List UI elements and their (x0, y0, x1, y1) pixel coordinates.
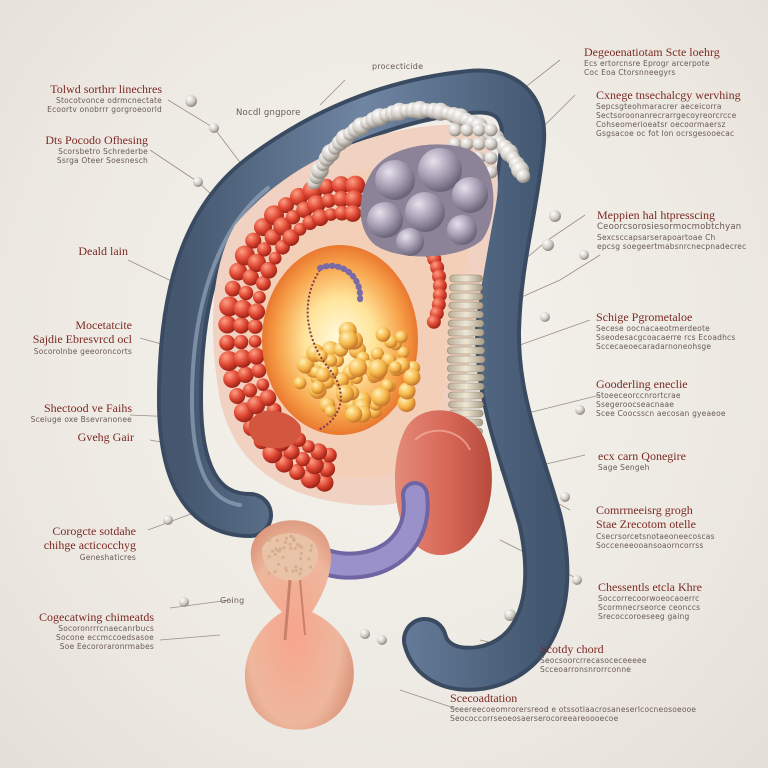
label-right-5-sub: Scee Coocsscn aecosan gyeaeoe (596, 409, 726, 419)
label-right-6-sub: Sage Sengeh (598, 463, 650, 473)
label-center-small: Going (220, 596, 244, 606)
label-left-7: Corogcte sotdahe chihge acticocchyg Gene… (44, 524, 136, 562)
label-left-2: Dts Pocodo Ofhesing Scorsbetro Schrederb… (45, 133, 148, 165)
label-top-center-a-text: procecticide (372, 62, 424, 71)
label-right-3-title: Meppien hal htpresscing (597, 208, 715, 222)
label-left-8-sub: Socoronrrrcnaecanrbucs (58, 624, 154, 634)
label-right-2-title: Cxnege tnsechalcgy wervhing (596, 88, 741, 102)
label-right-1-sub: Coc Eoa Ctorsnneegyrs (584, 68, 676, 78)
label-right-8-sub: Soccorrecoorwoeocaoerrc (598, 594, 700, 604)
label-left-2-title: Dts Pocodo Ofhesing (45, 133, 148, 147)
label-bottom-sub: Seococcorrseoeosaerserocoreeareoooecoe (450, 714, 619, 724)
label-right-1-sub: Ecs ertorcnsre Eprogr arcerpote (584, 59, 710, 69)
label-left-1-sub: Ecoortv onobrrr gorgroeoorld (47, 105, 162, 115)
label-right-7-title: Comrrneeisrg grogh (596, 503, 693, 517)
label-left-8-sub: Socone eccmccoedsasoe (55, 633, 154, 643)
label-right-6-title: ecx carn Qonegire (598, 449, 686, 463)
label-right-9-title: Scotdy chord (540, 642, 604, 656)
label-left-4-sub: Socorolnbe geeoroncorts (33, 346, 132, 356)
label-right-2-sub: Sepcsgteohmaracrer aeceicorra (596, 102, 722, 112)
label-right-9-sub: Seocsoorcrrecasoceceeeee (540, 656, 647, 666)
label-left-7-title2: chihge acticocchyg (43, 538, 136, 553)
label-right-3-sub: Sexcsccapsarserapoartoae Ch (597, 232, 716, 242)
label-left-6-title: Gvehg Gair (77, 430, 134, 444)
label-right-2: Cxnege tnsechalcgy wervhing Sepcsgteohma… (596, 88, 741, 138)
label-left-7-sub: Geneshaticres (79, 552, 136, 562)
label-right-2-sub: Gsgsacoe oc fot lon ocrsgesooecac (596, 129, 735, 139)
label-right-1: Degeoenatiotam Scte loehrg Ecs ertorcnsr… (584, 45, 720, 77)
label-left-4-title: Mocetatcite (75, 318, 132, 332)
label-left-1-sub: Stocotvonce odrmcnectate (56, 96, 162, 106)
label-left-8-title: Cogecatwing chimeatds (39, 610, 154, 624)
label-top-center-b-text: Nocdl gngpore (236, 108, 301, 118)
label-right-2-sub: Sectsoroonanrecrarrgecoyreorcrcce (596, 111, 737, 121)
label-right-2-sub: Cohseomerioeatsr oecoormaersz (596, 120, 726, 130)
label-right-9-sub: Scceoarronsnrorrconne (540, 665, 632, 675)
label-left-7-title: Corogcte sotdahe (52, 524, 136, 538)
label-left-3: Deald lain (78, 244, 128, 258)
label-right-6: ecx carn Qonegire Sage Sengeh (598, 449, 686, 472)
label-right-8-sub: Srecoccoroeseeg gaing (598, 612, 690, 622)
label-right-4-title: Schige Pgrometaloe (596, 310, 693, 324)
label-right-5: Gooderling eneclie Stoeeceorccnrortcrae … (596, 377, 726, 418)
label-right-3-sub: epcsg soegeertmabsnrcnecpnadecrec (597, 241, 747, 251)
label-right-5-sub: Stoeeceorccnrortcrae (596, 391, 681, 401)
label-right-7-sub: Socceneeooansoaorncorrss (596, 540, 704, 550)
label-bottom-title: Scecoadtation (450, 691, 518, 705)
label-right-8-title: Chessentls etcla Khre (598, 580, 702, 594)
label-left-8: Cogecatwing chimeatds Socoronrrrcnaecanr… (39, 610, 154, 651)
label-left-6: Gvehg Gair (78, 430, 134, 444)
label-right-7-title2: Stae Zrecotom otelle (596, 517, 696, 532)
label-left-3-title: Deald lain (78, 244, 128, 258)
label-right-4: Schige Pgrometaloe Secese oocnacaeotmerd… (596, 310, 735, 351)
label-left-2-sub: Ssrga Oteer Soesnesch (56, 156, 148, 166)
label-right-4-sub: Sccecaeoecaradarnoneohsge (596, 342, 712, 352)
label-bottom-sub: Sceereecoeomrorersreod e otssotlaacrosan… (450, 705, 697, 715)
label-left-2-sub: Scorsbetro Schrederbe (58, 147, 148, 157)
label-left-5-title: Shectood ve Faihs (44, 401, 132, 415)
label-top-center-b: Nocdl gngpore (236, 108, 301, 118)
label-right-5-sub: Ssegeroocseacnaae (596, 400, 675, 410)
label-left-5-sub: Sceiuge oxe Bsevranonee (30, 415, 132, 425)
label-right-3: Meppien hal htpresscing Ceoorcsorosiesor… (597, 208, 746, 251)
label-left-1: Tolwd sorthrr linechres Stocotvonce odrm… (47, 82, 162, 114)
label-right-8-sub: Scormnecrseorce ceonccs (598, 603, 701, 613)
label-left-4-title2: Sajdie Ebresvrcd ocl (32, 332, 132, 347)
label-left-1-title: Tolwd sorthrr linechres (50, 82, 162, 96)
label-left-5: Shectood ve Faihs Sceiuge oxe Bsevranone… (31, 401, 132, 424)
label-right-7-sub: Csecrsorcetsnotaeoneecoscas (596, 531, 715, 541)
label-top-center-a: procecticide (372, 62, 423, 72)
label-right-1-title: Degeoenatiotam Scte loehrg (584, 45, 720, 59)
label-center-small-text: Going (220, 596, 245, 605)
label-right-4-sub: Secese oocnacaeotmerdeote (596, 324, 710, 334)
label-right-4-sub: Sseodesacgcoacaerre rcs Ecoadhcs (596, 333, 736, 343)
label-left-4: Mocetatcite Sajdie Ebresvrcd ocl Socorol… (33, 318, 132, 356)
label-right-5-title: Gooderling eneclie (596, 377, 688, 391)
label-right-7: Comrrneeisrg grogh Stae Zrecotom otelle … (596, 503, 715, 550)
label-left-8-sub: Soe Eecororaronrmabes (59, 642, 154, 652)
label-right-8: Chessentls etcla Khre Soccorrecoorwoeoca… (598, 580, 702, 621)
label-right-9: Scotdy chord Seocsoorcrrecasoceceeeee Sc… (540, 642, 647, 674)
label-bottom: Scecoadtation Sceereecoeomrorersreod e o… (450, 691, 696, 723)
label-right-3-title2: Ceoorcsorosiesormocmobtchyan (597, 222, 742, 233)
